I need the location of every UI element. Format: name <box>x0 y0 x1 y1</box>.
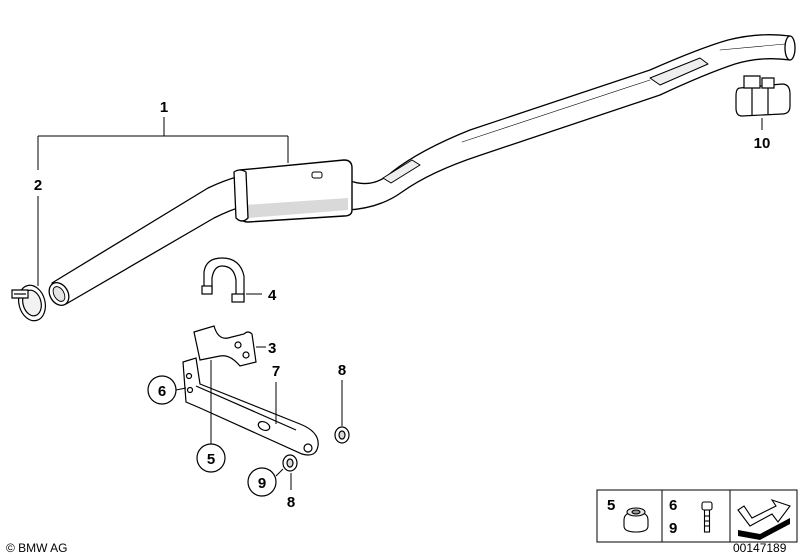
arrow-shape <box>737 498 791 527</box>
bracket-body <box>182 357 319 456</box>
clip-band <box>203 257 245 301</box>
bracket-fold <box>195 385 297 431</box>
pipe-rear-opening <box>784 35 796 61</box>
holder-plate-hole-2 <box>242 351 250 359</box>
rear-pipe <box>347 34 791 211</box>
callout-8-top: 8 <box>338 362 346 379</box>
callout-6: 6 <box>158 383 166 400</box>
bolt-icon <box>701 501 713 533</box>
legend-number-5: 5 <box>607 497 615 514</box>
pipe-crease-1 <box>461 79 651 143</box>
callout-1: 1 <box>160 99 168 116</box>
silencer-tab <box>311 171 323 179</box>
callout-3: 3 <box>268 340 276 357</box>
pipe-pressing-1 <box>382 159 421 184</box>
bracket-hole-2 <box>186 386 194 394</box>
direction-arrow-icon <box>737 498 791 540</box>
clamp-rear-nut <box>761 77 775 89</box>
arrow-shadow <box>738 518 790 540</box>
clip-tab-right <box>231 293 245 303</box>
bushing-nut-icon <box>623 507 649 533</box>
pipe-front-inner <box>52 286 66 302</box>
callout-10: 10 <box>754 135 771 152</box>
callout-circle-6 <box>147 375 177 405</box>
rubber-bushing-bottom <box>282 454 298 472</box>
clamp-rear-body <box>735 83 791 117</box>
retaining-clip <box>201 257 245 303</box>
leader-lines <box>37 117 763 490</box>
callout-4: 4 <box>268 287 277 304</box>
clamp-rear-bolt <box>743 75 761 89</box>
callout-circle-5 <box>196 443 226 473</box>
bracket-hole-1 <box>185 372 193 380</box>
copyright-text: © BMW AG <box>6 541 68 555</box>
holder-plate-hole-1 <box>234 341 242 349</box>
callout-circle-9 <box>247 467 277 497</box>
bracket-slot <box>257 420 271 432</box>
bushing-bottom-inner <box>286 458 294 468</box>
legend-number-9: 9 <box>669 520 677 537</box>
holder-plate-body <box>193 325 257 367</box>
middle-silencer <box>233 159 353 223</box>
clamp-front <box>11 284 46 322</box>
document-number: 00147189 <box>733 541 787 555</box>
nut-hole <box>631 509 641 515</box>
bracket-end-hole <box>303 443 313 453</box>
leader-6 <box>175 387 187 391</box>
holder-plate <box>193 325 257 367</box>
pipe-pressing-2 <box>649 57 709 86</box>
callout-7: 7 <box>272 363 280 380</box>
callout-8-bottom: 8 <box>287 494 295 511</box>
callout-2: 2 <box>34 177 42 194</box>
callout-9: 9 <box>258 475 266 492</box>
callout-5: 5 <box>207 451 215 468</box>
silencer-end-cap <box>233 169 249 222</box>
bolt-head <box>701 501 713 511</box>
bushing-top-inner <box>338 430 346 440</box>
clip-tab-left <box>201 285 213 295</box>
pipe-crease-2 <box>719 43 786 51</box>
front-pipe <box>51 175 245 305</box>
legend-number-6: 6 <box>669 497 677 514</box>
leader-9 <box>275 468 284 477</box>
exhaust-pipe-assembly <box>48 34 796 306</box>
rubber-bushing-top <box>334 426 350 444</box>
bracket <box>182 357 319 456</box>
silencer-shade <box>244 198 348 218</box>
callout-circles <box>147 375 277 497</box>
clamp-rear <box>735 75 791 117</box>
